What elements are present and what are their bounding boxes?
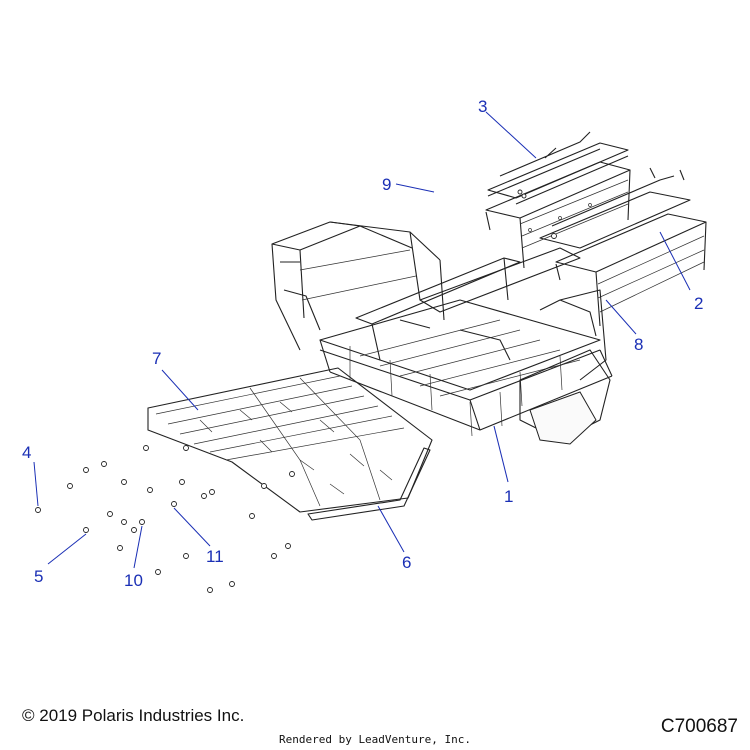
callouts: 1 2 3 4 5 6 7 8 9 10 11 bbox=[22, 97, 703, 590]
leader-4 bbox=[33, 461, 39, 507]
callout-8: 8 bbox=[634, 335, 643, 354]
leader-2 bbox=[659, 231, 691, 291]
callout-2: 2 bbox=[694, 294, 703, 313]
callout-4: 4 bbox=[22, 443, 31, 462]
floor-rail-6 bbox=[307, 447, 431, 521]
leader-3 bbox=[485, 111, 537, 159]
callout-5: 5 bbox=[34, 567, 43, 586]
chassis-frame-1 bbox=[271, 221, 613, 445]
callout-7: 7 bbox=[152, 349, 161, 368]
copyright-notice: © 2019 Polaris Industries Inc. bbox=[22, 706, 245, 725]
callout-11: 11 bbox=[206, 547, 224, 566]
callout-10: 10 bbox=[124, 571, 143, 590]
floor-panel-7 bbox=[147, 367, 433, 513]
rendered-by-credit: Rendered by LeadVenture, Inc. bbox=[278, 733, 472, 746]
callout-3: 3 bbox=[478, 97, 487, 116]
leader-6 bbox=[377, 505, 405, 553]
diagram-code: C700687 bbox=[660, 716, 738, 737]
callout-6: 6 bbox=[402, 553, 411, 572]
leader-7 bbox=[161, 369, 199, 411]
fasteners bbox=[35, 189, 557, 593]
leader-1 bbox=[493, 425, 509, 483]
leader-11 bbox=[173, 507, 211, 547]
leader-9 bbox=[395, 183, 435, 193]
leader-8 bbox=[605, 299, 637, 335]
leader-5 bbox=[47, 533, 87, 565]
leader-lines bbox=[33, 111, 691, 569]
callout-1: 1 bbox=[504, 487, 513, 506]
rack-frame-2 bbox=[539, 167, 707, 327]
callout-9: 9 bbox=[382, 175, 391, 194]
leader-10 bbox=[133, 525, 143, 569]
rack-frame-3 bbox=[485, 131, 631, 269]
